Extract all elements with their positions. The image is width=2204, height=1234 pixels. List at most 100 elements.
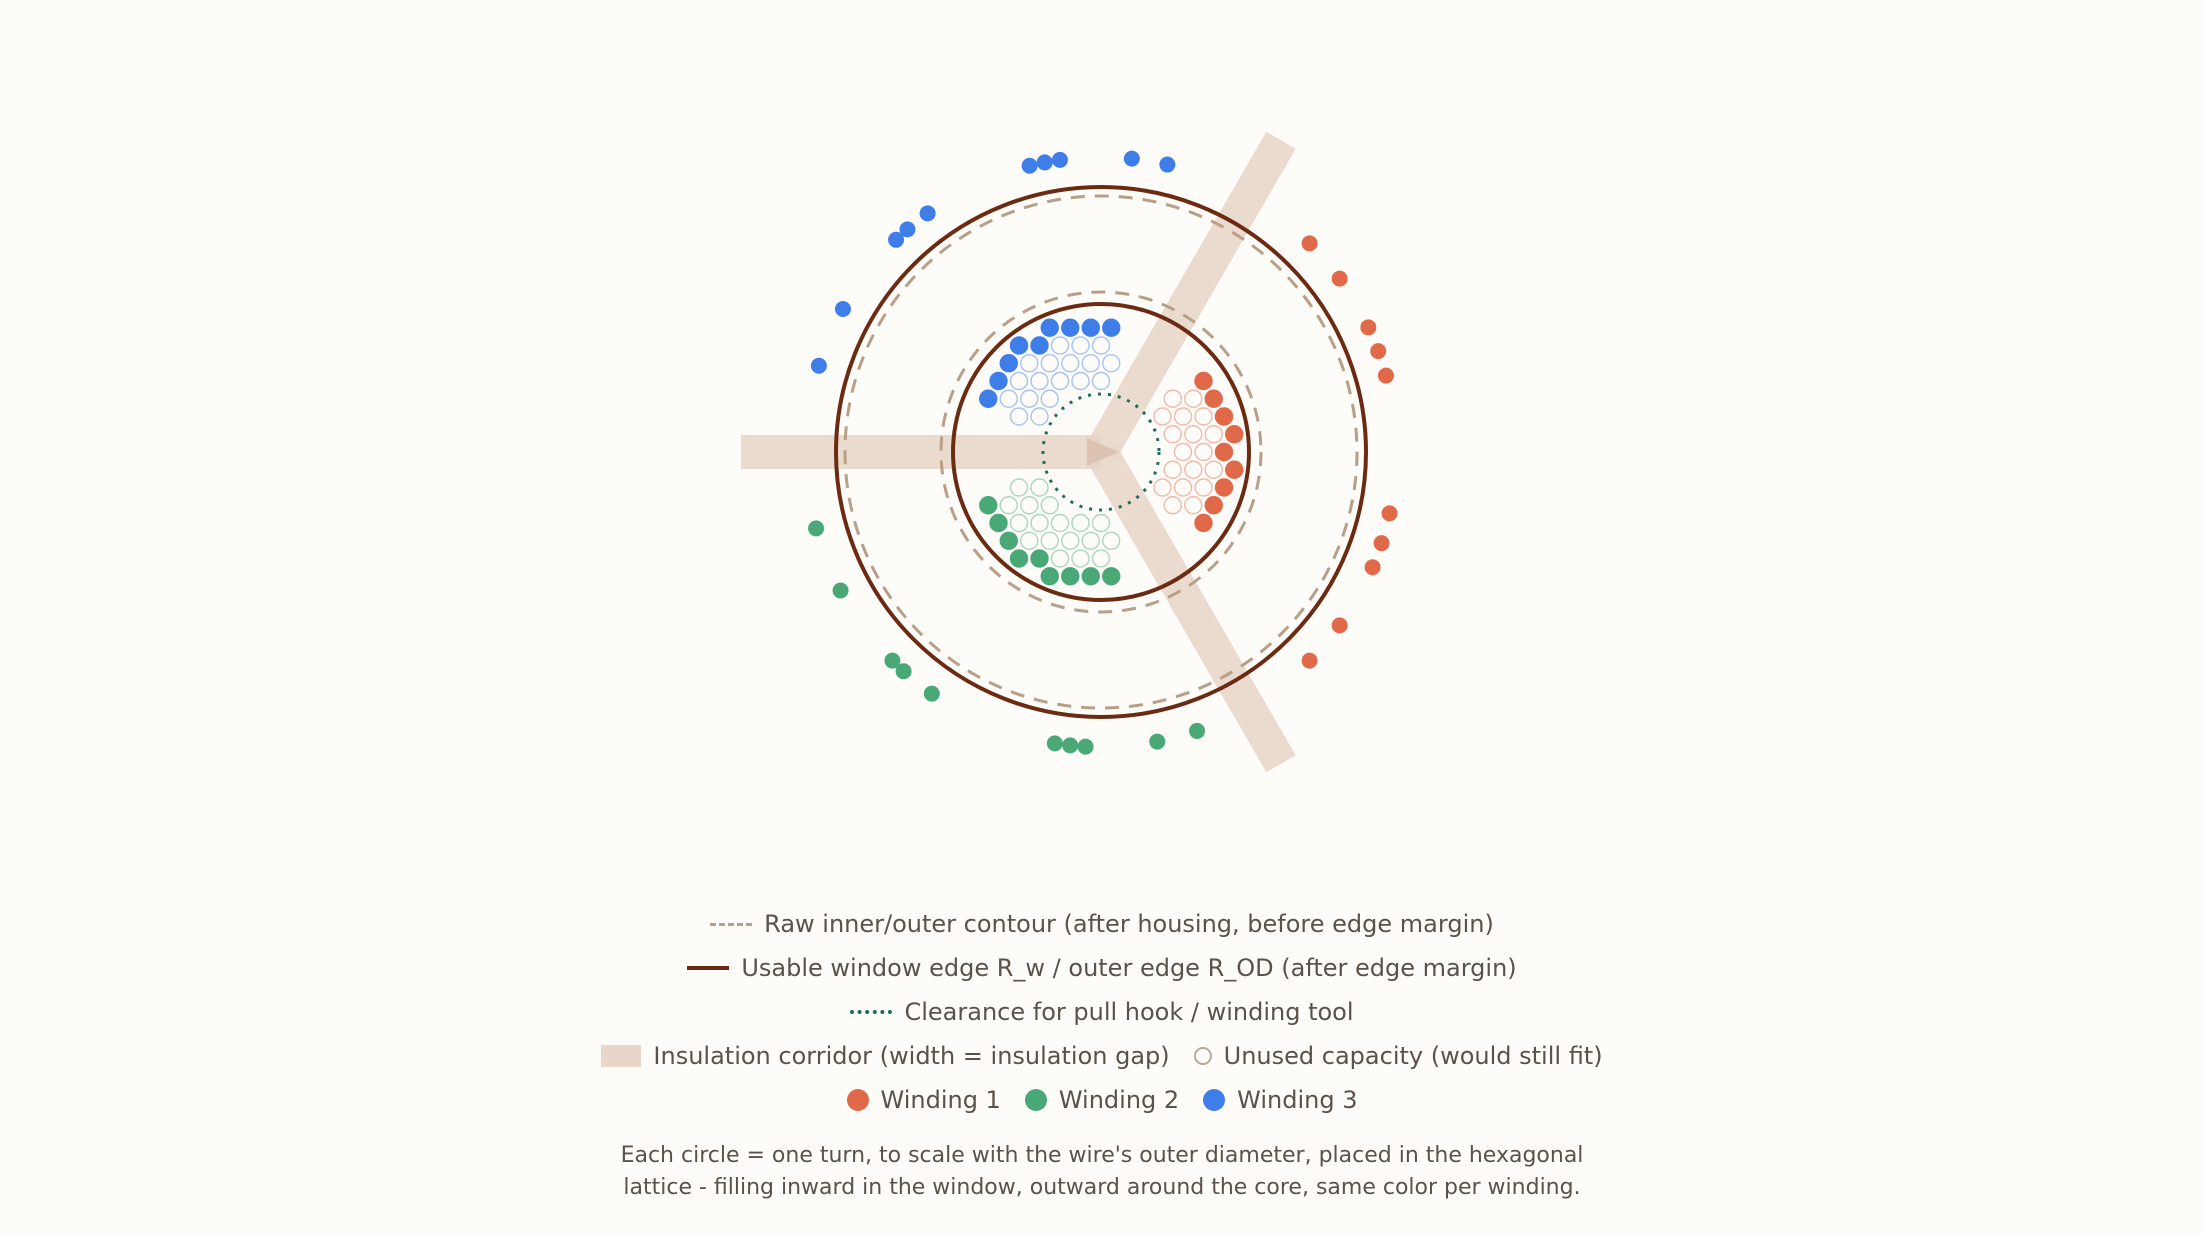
inner-lattice xyxy=(979,318,1244,586)
winding-turn-outer xyxy=(1046,735,1063,752)
caption-note: Each circle = one turn, to scale with th… xyxy=(621,1140,1584,1204)
winding-turn-inner xyxy=(999,354,1018,373)
caption-line-1: Each circle = one turn, to scale with th… xyxy=(620,1143,1584,1168)
usable-outer-edge xyxy=(834,185,1368,719)
unused-capacity-slot xyxy=(1204,425,1223,444)
unused-capacity-slot xyxy=(1020,496,1039,515)
unused-capacity-slot xyxy=(1009,478,1029,497)
unused-capacity-slot xyxy=(1184,460,1203,479)
legend: Raw inner/outer contour (after housing, … xyxy=(0,902,2204,1204)
unused-capacity-slot xyxy=(1009,513,1029,533)
unused-capacity-slot xyxy=(1030,513,1049,533)
legend-label-winding2: Winding 2 xyxy=(1058,1086,1180,1114)
unused-capacity-slot xyxy=(1061,354,1080,373)
winding-turn-outer xyxy=(1051,151,1068,168)
winding-turn-inner xyxy=(1214,478,1234,497)
unused-capacity-slot xyxy=(1163,389,1182,408)
winding-turn-inner xyxy=(979,496,998,515)
raw-outer-contour xyxy=(843,194,1359,710)
winding-turn-inner xyxy=(1040,567,1059,586)
legend-label-corridor: Insulation corridor (width = insulation … xyxy=(653,1042,1170,1070)
winding2-swatch xyxy=(1024,1089,1047,1111)
winding-turn-outer xyxy=(923,685,940,702)
winding-turn-inner xyxy=(1081,318,1100,337)
unused-capacity-slot xyxy=(1030,371,1049,391)
winding-turn-outer xyxy=(1331,617,1348,634)
unused-capacity-slot xyxy=(1173,407,1193,426)
unused-capacity-slot xyxy=(1061,531,1080,550)
unused-capacity-slot xyxy=(1173,442,1193,462)
winding-turn-outer xyxy=(1364,559,1381,576)
hollow-circle-swatch xyxy=(1193,1047,1212,1065)
legend-item-unused: Unused capacity (would still fit) xyxy=(1193,1041,1603,1071)
winding-turn-inner xyxy=(979,389,998,408)
winding-turn-outer xyxy=(1036,154,1053,171)
dashed-line-swatch xyxy=(710,922,753,926)
legend-item-clearance: Clearance for pull hook / winding tool xyxy=(850,997,1354,1027)
unused-capacity-slot xyxy=(1020,389,1039,408)
winding3-swatch xyxy=(1203,1089,1226,1111)
legend-item-corridor: Insulation corridor (width = insulation … xyxy=(601,1041,1170,1071)
winding-turn-inner xyxy=(999,531,1018,550)
legend-label-winding3: Winding 3 xyxy=(1237,1086,1358,1114)
winding-turn-inner xyxy=(1009,336,1029,355)
unused-capacity-slot xyxy=(1173,478,1193,497)
winding-turn-outer xyxy=(1021,157,1038,174)
corridor-hub xyxy=(1087,438,1119,466)
legend-item-winding3: Winding 3 xyxy=(1203,1085,1357,1115)
legend-row-corridor: Insulation corridor (width = insulation … xyxy=(589,1034,1614,1078)
legend-item-winding2: Winding 2 xyxy=(1024,1085,1180,1115)
unused-capacity-slot xyxy=(1020,354,1039,373)
usable-window-edge xyxy=(951,302,1251,602)
unused-capacity-slot xyxy=(1184,496,1203,515)
winding-turn-outer xyxy=(895,663,912,680)
legend-row-windings: Winding 1 Winding 2 Winding 3 xyxy=(835,1078,1370,1122)
unused-capacity-slot xyxy=(1009,407,1029,426)
winding-turn-inner xyxy=(1204,496,1223,515)
insulation-corridor xyxy=(1086,131,1296,461)
legend-row-raw: Raw inner/outer contour (after housing, … xyxy=(698,902,1506,946)
unused-capacity-slot xyxy=(1091,513,1111,533)
legend-row-clearance: Clearance for pull hook / winding tool xyxy=(838,990,1365,1034)
legend-label-usable-edge: Usable window edge R_w / outer edge R_OD… xyxy=(741,954,1517,982)
winding-turn-inner xyxy=(1194,513,1213,533)
winding-turn-inner xyxy=(1102,567,1121,586)
winding-turn-outer xyxy=(808,520,825,537)
winding-turn-outer xyxy=(832,582,849,599)
winding-turn-outer xyxy=(810,357,827,374)
unused-capacity-slot xyxy=(1204,460,1223,479)
unused-capacity-slot xyxy=(1091,336,1111,355)
legend-label-raw-contour: Raw inner/outer contour (after housing, … xyxy=(764,910,1494,938)
winding-turn-inner xyxy=(989,513,1008,533)
legend-item-winding1: Winding 1 xyxy=(846,1085,1001,1115)
winding-turn-outer xyxy=(1301,652,1318,669)
winding-turn-inner xyxy=(1204,389,1223,408)
winding-turn-inner xyxy=(1214,442,1234,462)
unused-capacity-slot xyxy=(999,496,1018,515)
legend-item-usable-edge: Usable window edge R_w / outer edge R_OD… xyxy=(687,953,1517,983)
unused-capacity-slot xyxy=(1030,478,1049,497)
winding-turn-outer xyxy=(1373,535,1390,552)
winding1-swatch xyxy=(846,1089,869,1111)
winding-turn-outer xyxy=(888,231,905,248)
legend-item-raw-contour: Raw inner/outer contour (after housing, … xyxy=(710,909,1494,939)
outer-turns xyxy=(808,150,1398,755)
unused-capacity-slot xyxy=(1040,389,1059,408)
unused-capacity-slot xyxy=(1194,442,1213,462)
winding-turn-inner xyxy=(1102,318,1121,337)
unused-capacity-slot xyxy=(1071,371,1090,391)
winding-turn-inner xyxy=(1194,371,1213,391)
winding-turn-outer xyxy=(1370,343,1387,360)
winding-turn-outer xyxy=(1381,505,1398,522)
legend-label-clearance: Clearance for pull hook / winding tool xyxy=(904,998,1354,1026)
legend-row-usable: Usable window edge R_w / outer edge R_OD… xyxy=(675,946,1528,990)
unused-capacity-slot xyxy=(1071,513,1090,533)
winding-turn-inner xyxy=(1009,549,1029,568)
unused-capacity-slot xyxy=(1153,478,1172,497)
unused-capacity-slot xyxy=(1163,425,1182,444)
unused-capacity-slot xyxy=(1020,531,1039,550)
unused-capacity-slot xyxy=(1050,549,1070,568)
winding-turn-inner xyxy=(1040,318,1059,337)
dotted-line-swatch xyxy=(850,1010,893,1014)
winding-turn-outer xyxy=(834,300,851,317)
